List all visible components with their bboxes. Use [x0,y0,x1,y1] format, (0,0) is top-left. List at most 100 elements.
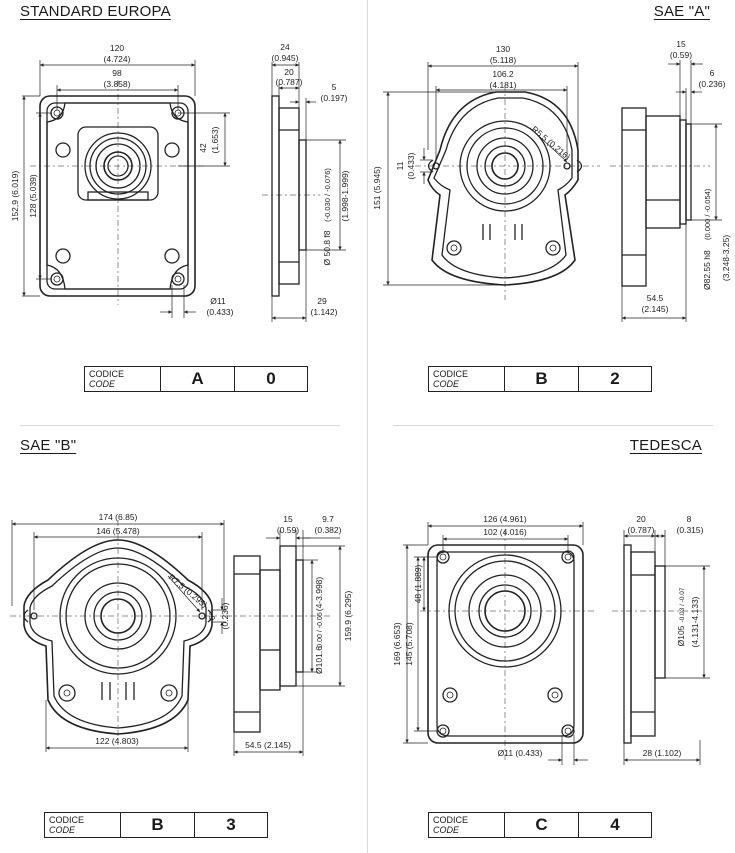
tedesca-side-view [612,544,705,744]
code-value-1: B [121,813,195,837]
standard-europa-side-view [262,95,320,297]
dim-42: 42 [198,143,208,153]
dim-6-inch: (0.236) [699,79,726,89]
dim-6: 6 [710,68,715,78]
dim-130: 130 [496,44,510,54]
dim-20-t: 20 [636,514,646,524]
dim-6-deg: 6° [207,612,217,620]
standard-europa-front-view [30,80,205,305]
sae-a-side-view [610,107,710,287]
dim-shaft-diameter: Ø 50.8 f8 [322,230,332,265]
dim-54-5-b: 54.5 (2.145) [245,740,291,750]
dim-11: 11 [395,161,405,170]
dim-106-2-inch: (4.181) [490,80,517,90]
sae-b-front-dimensions [11,520,226,752]
dim-54-5-inch: (2.145) [642,304,669,314]
dim-shaft-inch: (1.998-1.999) [340,170,350,221]
code-value-2: 0 [266,369,276,388]
sae-a-front-view [415,85,600,300]
dim-shaft-diameter-a: Ø82.55 h8 [702,250,712,290]
dim-15-inch: (0.59) [670,50,692,60]
dim-29-inch: (1.142) [311,307,338,317]
dim-15: 15 [676,39,686,49]
code-value-2: 3 [226,815,236,834]
code-value-1: C [505,813,579,837]
dim-8: 8 [687,514,692,524]
dim-shaft-inch-b: (4-3.998) [314,577,324,612]
sae-a-front-dimensions [383,62,579,286]
dim-shaft-inch-t: (4.131-4.133) [690,596,700,647]
dim-126: 126 (4.961) [483,514,527,524]
dim-106-2: 106.2 [492,69,514,79]
code-value-2: 4 [610,815,620,834]
title-sae-b: SAE "B" [20,437,77,454]
dim-98: 98 [112,68,122,78]
dim-shaft-inch-a: (3.248-3.25) [721,235,731,281]
sae-b-side-dimensions [233,530,345,756]
dim-146: 146 (5.478) [96,526,140,536]
dim-128: 128 (5.039) [28,174,38,218]
tedesca-side-dimensions [623,530,710,765]
dim-shaft-diameter-t: Ø105 [676,625,686,646]
dim-shaft-tolerance: (-0.030 / -0.076) [323,168,332,222]
dim-159-9: 159.9 (6.295) [343,591,353,642]
tedesca-front-dimensions [403,522,588,765]
dim-20: 20 [284,67,294,77]
dim-54-5: 54.5 [647,293,664,303]
dim-20-inch: (0.787) [276,77,303,87]
tedesca-front-view [420,530,595,760]
dim-5-inch: (0.197) [321,93,348,103]
dim-120: 120 [110,43,124,53]
dim-42-inch: (1.653) [210,126,220,153]
dim-29: 29 [317,296,327,306]
dim-6-deg-inch: (0.236) [220,602,230,629]
dim-15-b-inch: (0.59) [277,525,299,535]
vertical-separator [367,0,368,853]
dim-48: 48 (1.889) [413,564,423,603]
horizontal-separator-right [393,425,713,426]
sae-b-front-view [10,520,230,745]
dim-24: 24 [280,42,290,52]
sae-a-side-dimensions [621,60,722,322]
title-tedesca: TEDESCA [629,437,702,454]
dim-9-7-inch: (0.382) [315,525,342,535]
dim-24-inch: (0.945) [272,53,299,63]
dim-152-9: 152,9 (6.019) [10,171,20,222]
dim-d11: Ø11 [210,296,226,306]
dim-120-inch: (4.724) [104,54,131,64]
sae-a-dimension-labels: 130 (5.118) 106.2 (4.181) R5.5 (0.216) 1… [372,39,731,314]
dim-shaft-diameter-b: Ø101.6 [314,646,324,674]
standard-europa-front-dimensions [22,60,230,318]
code-value-1: A [161,367,235,391]
title-sae-a: SAE "A" [653,3,710,20]
dim-d11-t: Ø11 (0.433) [498,748,543,758]
dim-122: 122 (4.803) [95,736,139,746]
dim-28: 28 (1.102) [643,748,682,758]
dim-5: 5 [332,82,337,92]
tedesca-dimension-labels: 126 (4.961) 102 (4.016) 48 (1.889) 169 (… [392,514,704,758]
dim-169: 169 (6.653) [392,622,402,666]
dim-11-inch: (0.433) [406,152,416,179]
dim-130-inch: (5.118) [490,55,516,65]
standard-europa-dimension-labels: 120 (4.724) 98 (3.858) 42 (1.653) 152,9 … [10,42,350,317]
dim-shaft-tolerance-a: (0.000 / -0.054) [703,188,712,240]
dim-shaft-tolerance-t: -0.03 / -0.07 [679,587,686,622]
dim-8-inch: (0.315) [677,525,704,535]
dim-98-inch: (3.858) [104,79,131,89]
dim-20-t-inch: (0.787) [628,525,655,535]
dim-174: 174 (6.85) [99,512,138,522]
dim-102: 102 (4.016) [483,527,527,537]
code-value-2: 2 [610,369,620,388]
dim-145: 145 (5.708) [404,622,414,666]
dim-9-7: 9.7 [322,514,334,524]
dim-151: 151 (5.945) [372,166,382,210]
standard-europa-side-dimensions [271,62,346,322]
